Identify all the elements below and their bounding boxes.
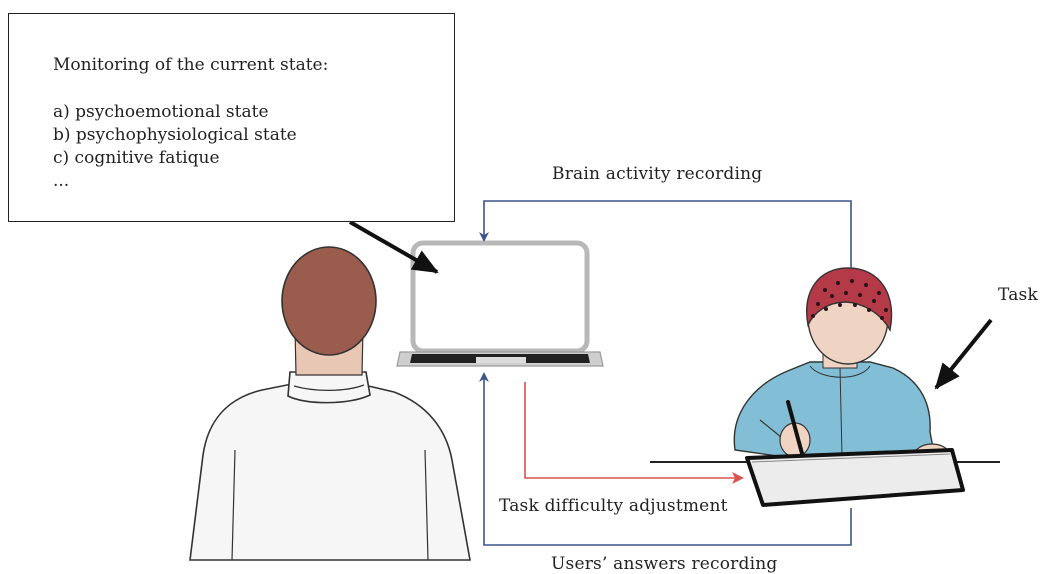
operator-figure xyxy=(189,246,471,561)
callout-item: a) psychoemotional state xyxy=(53,102,269,122)
operator-collar xyxy=(287,371,371,404)
callout-title: Monitoring of the current state: xyxy=(53,55,329,75)
callout-pointer-arrow xyxy=(349,220,439,274)
eeg-cap xyxy=(806,267,893,333)
tablet xyxy=(745,448,965,507)
monitoring-callout-box: Monitoring of the current state: a) psyc… xyxy=(8,13,455,222)
laptop-screen xyxy=(410,240,590,354)
laptop xyxy=(396,240,604,367)
difficulty-arrow xyxy=(524,382,744,484)
table-and-tablet xyxy=(650,448,1000,507)
brain-activity-label: Brain activity recording xyxy=(552,164,763,184)
operator-shirt xyxy=(189,383,471,561)
participant-figure xyxy=(733,267,951,470)
callout-item: c) cognitive fatique xyxy=(53,148,220,168)
task-label: Task xyxy=(998,285,1038,305)
laptop-trackpad xyxy=(476,357,526,363)
callout-item: ... xyxy=(53,171,70,191)
operator-head xyxy=(281,246,377,356)
callout-list: a) psychoemotional state b) psychophysio… xyxy=(53,101,297,193)
answers-arrow xyxy=(479,372,852,546)
difficulty-adjustment-label: Task difficulty adjustment xyxy=(499,496,728,516)
eeg-electrodes xyxy=(811,279,888,320)
answers-recording-label: Users’ answers recording xyxy=(551,554,778,574)
brain-activity-arrow xyxy=(479,200,852,268)
task-pointer-arrow xyxy=(934,318,993,390)
callout-item: b) psychophysiological state xyxy=(53,125,297,145)
